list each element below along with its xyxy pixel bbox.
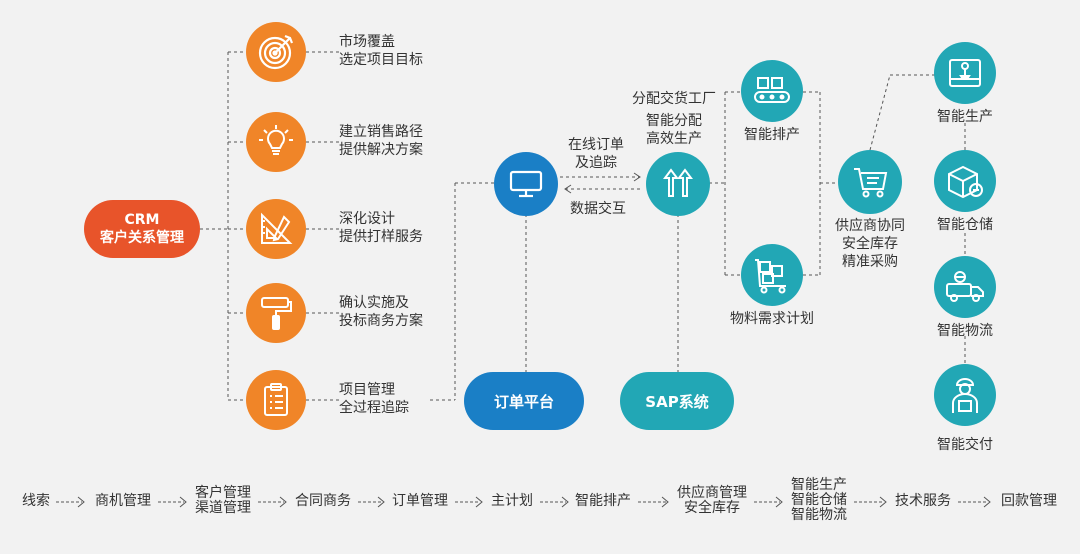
scheduling-label: 智能排产 [744,127,800,143]
smart-delivery-label: 智能交付 [937,437,993,453]
assign-factory-label: 分配交货工厂 [632,91,716,107]
cart-boxes-icon [741,244,803,306]
step-label-market: 市场覆盖选定项目目标 [339,34,423,68]
flow-step-scheduling: 智能排产 [575,493,631,509]
target-icon [246,22,306,82]
flow-step-leads: 线索 [22,493,50,509]
flow-step-tech-service: 技术服务 [895,493,951,509]
material-plan-label: 物料需求计划 [730,311,814,327]
step-label-sales: 建立销售路径提供解决方案 [339,124,423,158]
delivery-truck-icon [934,256,996,318]
flow-step-supplier: 供应商管理安全库存 [677,485,747,516]
process-flow: 线索 商机管理 客户管理渠道管理 合同商务 订单管理 主计划 智能排产 供应商管… [0,478,1080,528]
flow-step-smart: 智能生产智能仓储智能物流 [791,477,847,523]
shopping-cart-icon [838,150,902,214]
clipboard-icon [246,370,306,430]
flow-step-master-plan: 主计划 [491,493,533,509]
upload-arrows-icon [646,152,710,216]
crm-title: CRM [124,212,160,228]
smart-production-label: 智能生产 [937,109,993,125]
monitor-icon [494,152,558,216]
step-label-confirm: 确认实施及投标商务方案 [339,295,423,329]
smart-logistics-label: 智能物流 [937,323,993,339]
flow-step-order: 订单管理 [392,493,448,509]
production-machine-icon [934,42,996,104]
supplier-label: 供应商协同安全库存精准采购 [835,218,905,270]
ruler-pencil-icon [246,199,306,259]
step-label-project: 项目管理全过程追踪 [339,382,409,416]
flow-step-contract: 合同商务 [295,493,351,509]
flow-step-payment: 回款管理 [1001,493,1057,509]
courier-icon [934,364,996,426]
smart-storage-label: 智能仓储 [937,217,993,233]
online-order-label: 在线订单及追踪 [568,137,624,171]
conveyor-icon [741,60,803,122]
data-exchange-label: 数据交互 [570,201,626,217]
paint-roller-icon [246,283,306,343]
order-platform-node: 订单平台 [464,372,584,430]
flow-arrows [56,496,991,508]
flow-step-opportunity: 商机管理 [95,493,151,509]
warehouse-box-icon [934,150,996,212]
lightbulb-icon [246,112,306,172]
crm-subtitle: 客户关系管理 [100,230,184,246]
crm-node: CRM 客户关系管理 [84,200,200,258]
sap-node: SAP系统 [620,372,734,430]
flow-step-customer: 客户管理渠道管理 [195,485,251,516]
smart-assign-label: 智能分配高效生产 [646,113,702,147]
step-label-design: 深化设计提供打样服务 [339,211,423,245]
